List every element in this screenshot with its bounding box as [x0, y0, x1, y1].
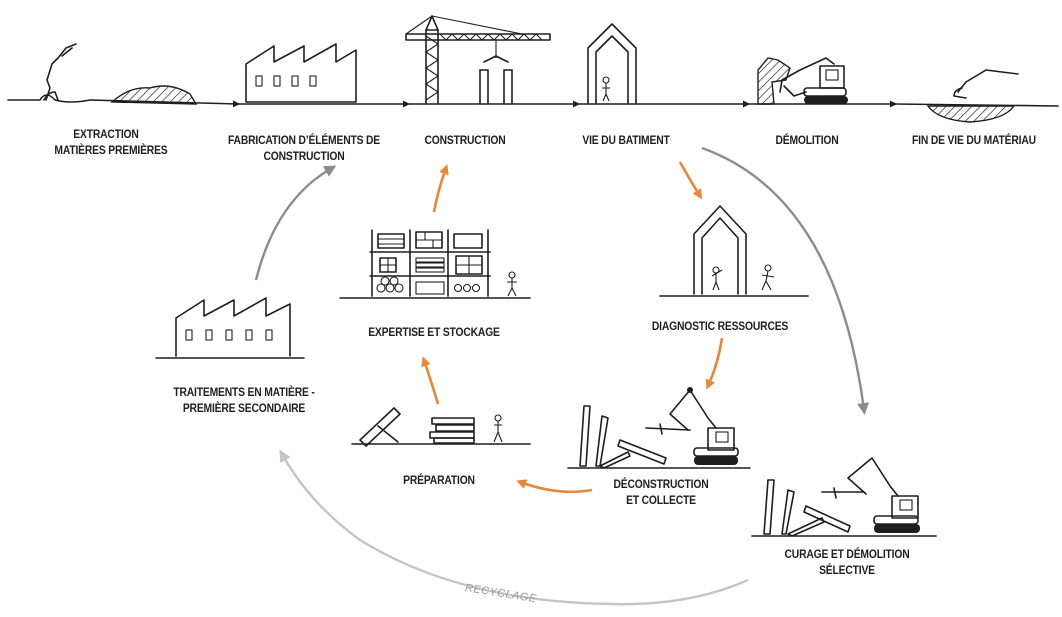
- arrow-traitements-to-fabrication: [254, 165, 337, 281]
- label-fabrication: FABRICATION D’ÉLÉMENTS DE CONSTRUCTION: [218, 132, 390, 164]
- demolition-illustration: [757, 57, 848, 105]
- label-fin-de-vie: FIN DE VIE DU MATÉRIAU: [900, 132, 1048, 148]
- label-expertise: EXPERTISE ET STOCKAGE: [357, 324, 512, 340]
- label-fin-de-vie-text: FIN DE VIE DU MATÉRIAU: [912, 133, 1036, 147]
- curage-illustration: [751, 457, 937, 537]
- label-fabrication-line2: CONSTRUCTION: [263, 149, 345, 163]
- house-top-illustration: [587, 23, 637, 105]
- label-extraction-line1: EXTRACTION: [73, 127, 139, 141]
- label-vie-text: VIE DU BATIMENT: [582, 133, 670, 147]
- label-fabrication-line1: FABRICATION D’ÉLÉMENTS DE: [227, 133, 381, 147]
- arrow-preparation-to-expertise: [421, 356, 440, 405]
- extraction-illustration: [43, 43, 198, 105]
- label-curage-line1: CURAGE ET DÉMOLITION: [784, 547, 910, 561]
- factory-top-illustration: [245, 43, 357, 103]
- label-preparation: PRÉPARATION: [392, 472, 487, 488]
- label-deconstruction: DÉCONSTRUCTION ET COLLECTE: [605, 476, 717, 508]
- arrow-vie-to-curage: [701, 146, 870, 415]
- label-curage-line2: SÉLECTIVE: [819, 563, 875, 577]
- diagnostic-illustration: [659, 205, 809, 297]
- reuse-arrows: [421, 161, 724, 494]
- factory-left-illustration: [155, 297, 305, 359]
- label-diagnostic-text: DIAGNOSTIC RESSOURCES: [651, 319, 789, 333]
- label-traitements-line1: TRAITEMENTS EN MATIÈRE -: [173, 385, 315, 399]
- label-extraction: EXTRACTION MATIÈRES PREMIÈRES: [54, 126, 168, 158]
- end-of-life-illustration: [926, 69, 1019, 123]
- arrow-deconstruction-to-preparation: [516, 479, 593, 494]
- arrow-recyclage: [279, 449, 749, 606]
- arrow-diagnostic-to-deconstruction: [705, 337, 724, 390]
- deconstruction-illustration: [567, 387, 751, 469]
- label-expertise-text: EXPERTISE ET STOCKAGE: [368, 325, 500, 339]
- label-deconstruction-line2: ET COLLECTE: [626, 493, 696, 507]
- label-curage: CURAGE ET DÉMOLITION SÉLECTIVE: [765, 546, 928, 578]
- label-deconstruction-line1: DÉCONSTRUCTION: [613, 477, 709, 491]
- label-extraction-line2: MATIÈRES PREMIÈRES: [54, 143, 168, 157]
- storage-shelves-illustration: [339, 229, 531, 299]
- label-construction: CONSTRUCTION: [418, 132, 513, 148]
- label-construction-text: CONSTRUCTION: [424, 133, 506, 147]
- label-demolition-text: DÉMOLITION: [775, 133, 839, 147]
- label-diagnostic: DIAGNOSTIC RESSOURCES: [643, 318, 798, 334]
- label-vie-du-batiment: VIE DU BATIMENT: [566, 132, 686, 148]
- arrow-expertise-to-construction: [432, 164, 449, 213]
- preparation-illustration: [351, 407, 531, 447]
- label-traitements: TRAITEMENTS EN MATIÈRE - PREMIÈRE SECOND…: [158, 384, 330, 416]
- arrow-vie-to-diagnostic: [678, 161, 703, 200]
- recycling-arrows: [254, 146, 870, 606]
- label-demolition: DÉMOLITION: [760, 132, 855, 148]
- crane-illustration: [405, 15, 551, 105]
- label-traitements-line2: PREMIÈRE SECONDAIRE: [182, 401, 306, 415]
- label-preparation-text: PRÉPARATION: [403, 473, 475, 487]
